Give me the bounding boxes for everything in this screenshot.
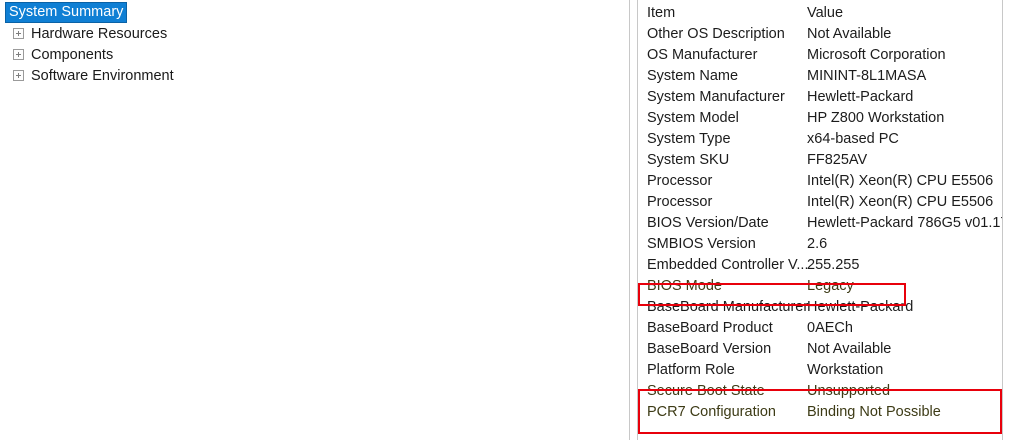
details-item-name: SMBIOS Version — [647, 236, 756, 252]
details-item-name: System Model — [647, 110, 739, 126]
details-row[interactable]: System Model HP Z800 Workstation — [638, 110, 1002, 131]
details-item-name: BaseBoard Product — [647, 320, 773, 336]
details-item-value: 2.6 — [807, 236, 828, 252]
expand-plus-icon[interactable] — [13, 49, 24, 60]
column-header-value: Value — [807, 5, 844, 21]
details-item-value: Unsupported — [807, 383, 891, 399]
details-row[interactable]: System Name MININT-8L1MASA — [638, 68, 1002, 89]
details-row[interactable]: PCR7 Configuration Binding Not Possible — [638, 404, 1002, 425]
details-row[interactable]: Secure Boot State Unsupported — [638, 383, 1002, 404]
details-row[interactable]: SMBIOS Version 2.6 — [638, 236, 1002, 257]
details-row[interactable]: BaseBoard Product 0AECh — [638, 320, 1002, 341]
details-item-name: Processor — [647, 194, 713, 210]
details-item-value: Intel(R) Xeon(R) CPU E5506 — [807, 194, 994, 210]
details-row[interactable]: System Type x64-based PC — [638, 131, 1002, 152]
details-row[interactable]: System Manufacturer Hewlett-Packard — [638, 89, 1002, 110]
details-item-name: System Name — [647, 68, 739, 84]
tree-item-label: System Summary — [5, 2, 128, 23]
details-row[interactable]: Processor Intel(R) Xeon(R) CPU E5506 — [638, 173, 1002, 194]
details-item-name: Other OS Description — [647, 26, 785, 42]
column-header-item: Item — [647, 5, 676, 21]
details-item-value: Hewlett-Packard — [807, 89, 914, 105]
details-row[interactable]: Platform Role Workstation — [638, 362, 1002, 383]
details-item-name: BaseBoard Version — [647, 341, 772, 357]
details-item-name: BIOS Mode — [647, 278, 722, 294]
details-item-value: Binding Not Possible — [807, 404, 941, 420]
details-row[interactable]: Embedded Controller V...255.255 — [638, 257, 1002, 278]
details-item-value: 255.255 — [807, 257, 860, 273]
details-row[interactable]: BIOS Mode Legacy — [638, 278, 1002, 299]
details-item-name: BaseBoard Manufacturer — [647, 299, 809, 315]
tree-item-hardware-resources[interactable]: Hardware Resources — [5, 24, 167, 43]
details-item-value: Hewlett-Packard — [807, 299, 914, 315]
details-item-value: Intel(R) Xeon(R) CPU E5506 — [807, 173, 994, 189]
details-item-value: Hewlett-Packard 786G5 v01.17, 8/ — [807, 215, 1002, 231]
details-row[interactable]: BaseBoard Version Not Available — [638, 341, 1002, 362]
details-item-name: System Manufacturer — [647, 89, 785, 105]
details-item-name: System Type — [647, 131, 731, 147]
details-item-value: Not Available — [807, 26, 892, 42]
details-row[interactable]: BIOS Version/Date Hewlett-Packard 786G5 v… — [638, 215, 1002, 236]
details-item-name: Platform Role — [647, 362, 735, 378]
details-item-name: OS Manufacturer — [647, 47, 758, 63]
tree-item-label: Hardware Resources — [31, 25, 168, 42]
details-header-row: Item Value — [638, 5, 1002, 26]
details-item-name: Processor — [647, 173, 713, 189]
details-item-value: FF825AV — [807, 152, 868, 168]
details-item-value: Legacy — [807, 278, 854, 294]
details-item-name: BIOS Version/Date — [647, 215, 769, 231]
details-item-value: 0AECh — [807, 320, 853, 336]
details-item-value: MININT-8L1MASA — [807, 68, 927, 84]
tree-item-label: Software Environment — [31, 67, 174, 84]
details-item-value: x64-based PC — [807, 131, 899, 147]
details-row[interactable]: Processor Intel(R) Xeon(R) CPU E5506 — [638, 194, 1002, 215]
details-item-name: System SKU — [647, 152, 730, 168]
details-item-name: Embedded Controller V... — [647, 257, 809, 273]
details-item-value: Workstation — [807, 362, 884, 378]
details-item-name: Secure Boot State — [647, 383, 765, 399]
details-item-name: PCR7 Configuration — [647, 404, 776, 420]
tree-item-label: Components — [31, 46, 114, 63]
details-row[interactable]: OS Manufacturer Microsoft Corporation — [638, 47, 1002, 68]
details-item-value: Microsoft Corporation — [807, 47, 946, 63]
details-row[interactable]: Other OS Description Not Available — [638, 26, 1002, 47]
tree-item-system-summary[interactable]: System Summary — [5, 2, 128, 23]
expand-plus-icon[interactable] — [13, 28, 24, 39]
tree-item-software-environment[interactable]: Software Environment — [5, 66, 174, 85]
tree-item-components[interactable]: Components — [5, 45, 113, 64]
details-item-value: HP Z800 Workstation — [807, 110, 945, 126]
details-row[interactable]: System SKU FF825AV — [638, 152, 1002, 173]
details-item-value: Not Available — [807, 341, 892, 357]
expand-plus-icon[interactable] — [13, 70, 24, 81]
